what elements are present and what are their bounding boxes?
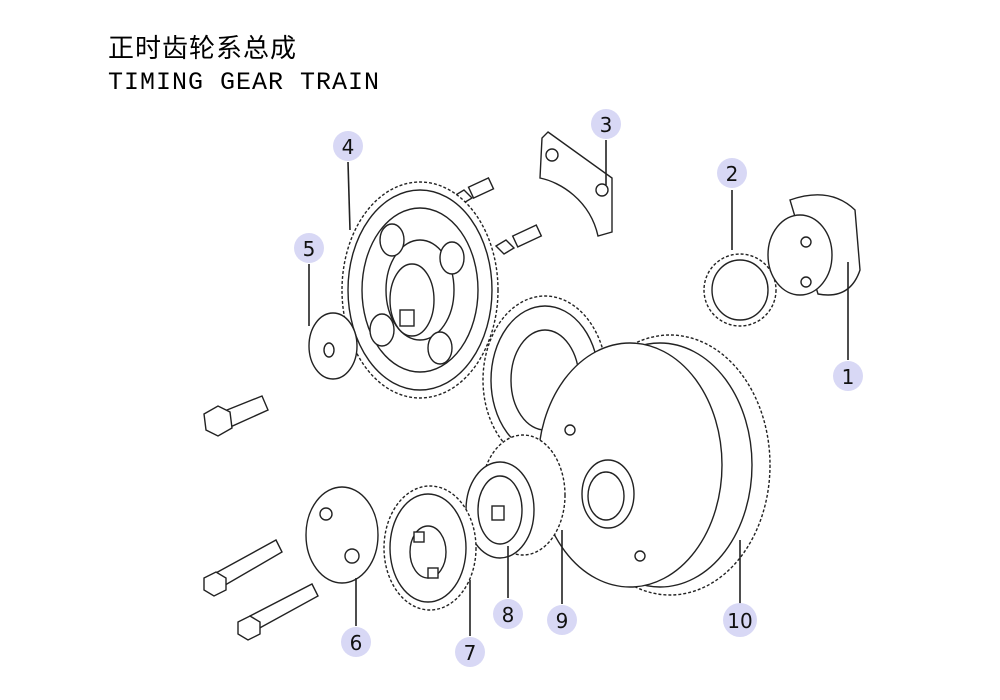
- svg-text:6: 6: [350, 631, 363, 655]
- callout-10: 10: [723, 603, 757, 637]
- bracket-plate: [539, 131, 613, 237]
- svg-text:5: 5: [303, 237, 316, 261]
- thrust-plate-6: [305, 486, 379, 584]
- leader-lines: [308, 140, 849, 636]
- callout-9: 9: [547, 605, 577, 635]
- svg-text:4: 4: [342, 135, 355, 159]
- small-gear-7: [383, 485, 477, 611]
- svg-text:2: 2: [726, 162, 739, 186]
- callout-6: 6: [341, 627, 371, 657]
- callout-7: 7: [455, 637, 485, 667]
- small-bolt-lower: [494, 224, 543, 255]
- callout-4: 4: [333, 131, 363, 161]
- callout-2: 2: [717, 158, 747, 188]
- svg-text:10: 10: [727, 609, 752, 633]
- bearing-ring-2: [703, 253, 777, 327]
- svg-text:7: 7: [464, 641, 477, 665]
- callout-8: 8: [493, 599, 523, 629]
- svg-text:3: 3: [600, 113, 613, 137]
- title-chinese: 正时齿轮系总成: [108, 34, 298, 64]
- idler-gear-large: [341, 181, 499, 399]
- bushing-8: [465, 434, 566, 559]
- hex-bolt-large: [203, 395, 269, 437]
- callout-1: 1: [833, 361, 863, 391]
- title-english: TIMING GEAR TRAIN: [108, 68, 381, 97]
- sleeve-bushing-1: [767, 194, 861, 296]
- callout-3: 3: [591, 109, 621, 139]
- callout-5: 5: [294, 233, 324, 263]
- thrust-washer-5: [308, 312, 358, 380]
- long-bolt-upper: [203, 539, 283, 597]
- long-bolt-lower: [237, 583, 319, 641]
- gear-hub-cover-9: [537, 342, 723, 588]
- svg-text:1: 1: [842, 365, 855, 389]
- svg-text:9: 9: [556, 609, 569, 633]
- svg-text:8: 8: [502, 603, 515, 627]
